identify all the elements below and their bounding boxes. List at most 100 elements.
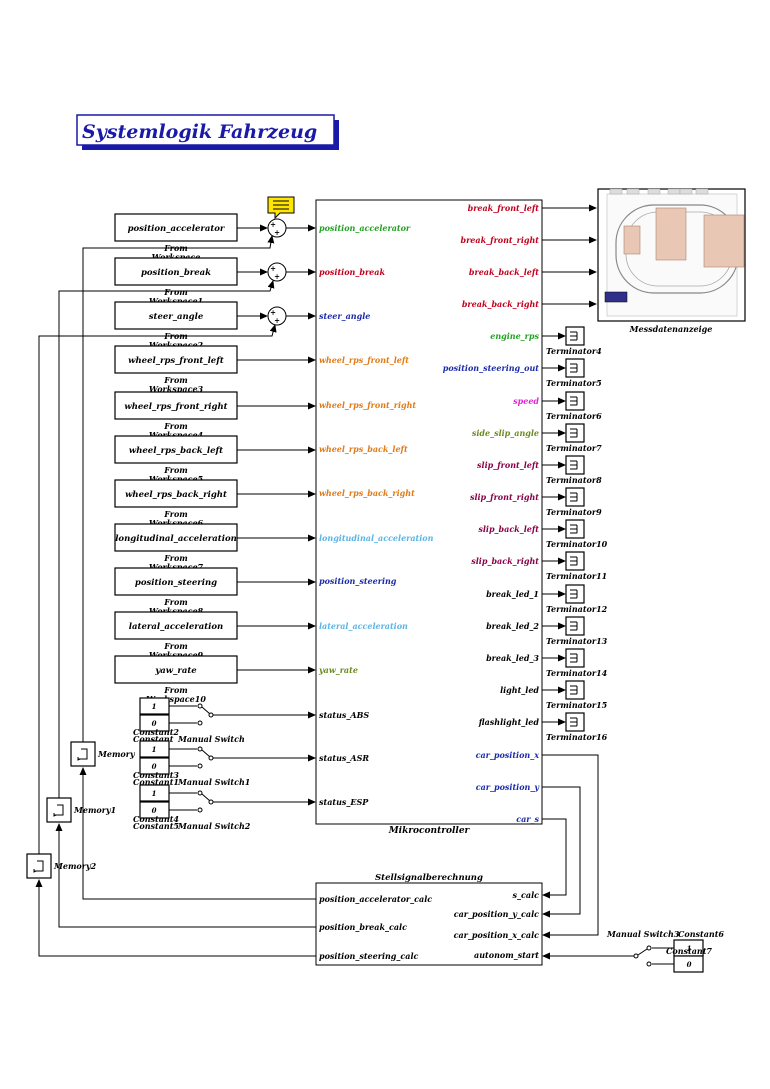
mikrocontroller-body[interactable] [315, 199, 543, 825]
switch-contact-icon [197, 703, 203, 709]
constant-one-block[interactable] [139, 784, 170, 802]
from-workspace-body[interactable] [114, 523, 238, 552]
terminator-icon [570, 492, 578, 502]
mikro-input-port: lateral_acceleration [319, 621, 408, 631]
mikro-output-port: break_led_3 [486, 653, 539, 663]
sum-block[interactable]: ++ [267, 218, 287, 238]
memory-block[interactable]: Memory [70, 741, 136, 767]
memory-block[interactable]: Memory1 [46, 797, 116, 823]
constant-name: Constant7 [666, 946, 712, 956]
terminator-block[interactable]: Terminator10 [546, 519, 608, 549]
constant-value: 1 [152, 702, 157, 711]
constant-zero-block[interactable] [139, 801, 170, 819]
annotation-icon[interactable] [267, 196, 295, 220]
switch-contact-icon [197, 807, 203, 813]
mikro-output-port: break_back_left [469, 267, 539, 277]
terminator-block[interactable]: Terminator13 [546, 616, 608, 646]
terminator-block[interactable]: Terminator16 [546, 712, 608, 742]
memory-body[interactable] [46, 797, 72, 823]
from-workspace-body[interactable] [114, 345, 238, 374]
from-workspace-body[interactable] [114, 611, 238, 640]
memory-body[interactable] [26, 853, 52, 879]
terminator-icon [570, 396, 578, 406]
terminator-block[interactable]: Terminator5 [546, 358, 602, 388]
terminator-block[interactable]: Terminator8 [546, 455, 602, 485]
terminator-icon [570, 621, 578, 631]
from-workspace-body[interactable] [114, 479, 238, 508]
mikrocontroller-block[interactable]: Mikrocontrollerposition_acceleratorposit… [315, 199, 543, 836]
from-workspace-variable: position_accelerator [128, 224, 225, 234]
terminator-block[interactable]: Terminator9 [546, 487, 602, 517]
terminator-block[interactable]: Terminator6 [546, 391, 602, 421]
constant7-block[interactable] [673, 955, 704, 973]
mikro-input-port: longitudinal_acceleration [319, 533, 434, 543]
terminator-block[interactable]: Terminator4 [546, 326, 602, 356]
from-workspace-body[interactable] [114, 435, 238, 464]
terminator-icon [570, 556, 578, 566]
constant-one-block[interactable] [139, 697, 170, 715]
terminator-block[interactable]: Terminator12 [546, 584, 608, 614]
from-workspace-body[interactable] [114, 391, 238, 420]
sum-block[interactable]: ++ [267, 306, 287, 326]
from-workspace-label: From [163, 597, 188, 607]
mikro-output-port: side_slip_angle [472, 428, 539, 438]
terminator-block[interactable]: Terminator7 [546, 423, 602, 453]
stellsignalberechnung-block[interactable]: Stellsignalberechnungposition_accelerato… [315, 873, 543, 966]
messdatenanzeige-display[interactable]: Messdatenanzeige [597, 188, 746, 334]
switch-name: Manual Switch3 [606, 929, 680, 939]
mikro-output-port: light_led [500, 685, 539, 695]
from-workspace-body[interactable] [114, 655, 238, 684]
display-name: Messdatenanzeige [629, 324, 713, 334]
memory-block[interactable]: Memory2 [26, 853, 97, 879]
from-workspace-variable: wheel_rps_back_left [129, 446, 223, 456]
from-workspace-variable: steer_angle [149, 312, 204, 322]
stell-to-memory-line [79, 767, 316, 900]
sum-body[interactable] [267, 262, 287, 282]
terminator-name: Terminator16 [546, 732, 608, 742]
from-workspace-body[interactable] [114, 213, 238, 242]
from-workspace-label: From [163, 287, 188, 297]
terminator-name: Terminator14 [546, 668, 608, 678]
annotation-bubble-top[interactable] [267, 196, 295, 220]
sum-body[interactable] [267, 218, 287, 238]
terminator-block[interactable]: Terminator11 [546, 551, 607, 581]
from-workspace-body[interactable] [114, 257, 238, 286]
mikrocontroller-name: Mikrocontroller [388, 826, 471, 836]
terminator-name: Terminator12 [546, 604, 608, 614]
from-workspace-label: From [163, 641, 188, 651]
mikro-output-port: speed [513, 396, 539, 406]
display-tab [626, 188, 640, 195]
stellsignal-body[interactable] [315, 882, 543, 966]
stell-input-port: car_position_y_calc [454, 909, 539, 919]
sum-body[interactable] [267, 306, 287, 326]
constant-name: Constant3 [133, 770, 179, 780]
constant-one-block[interactable] [139, 740, 170, 758]
constant-zero-block[interactable] [139, 757, 170, 775]
terminator-name: Terminator10 [546, 539, 608, 549]
switch-name: Manual Switch1 [177, 777, 250, 787]
terminator-block[interactable]: Terminator14 [546, 648, 608, 678]
mikro-input-port: position_steering [319, 576, 397, 586]
terminator-block[interactable]: Terminator15 [546, 680, 608, 710]
from-workspace-body[interactable] [114, 301, 238, 330]
from-workspace-body[interactable] [114, 567, 238, 596]
sum-block[interactable]: ++ [267, 262, 287, 282]
memory-body[interactable] [70, 741, 96, 767]
constant-zero-block[interactable] [139, 714, 170, 732]
stell-output-port: position_break_calc [319, 922, 407, 932]
